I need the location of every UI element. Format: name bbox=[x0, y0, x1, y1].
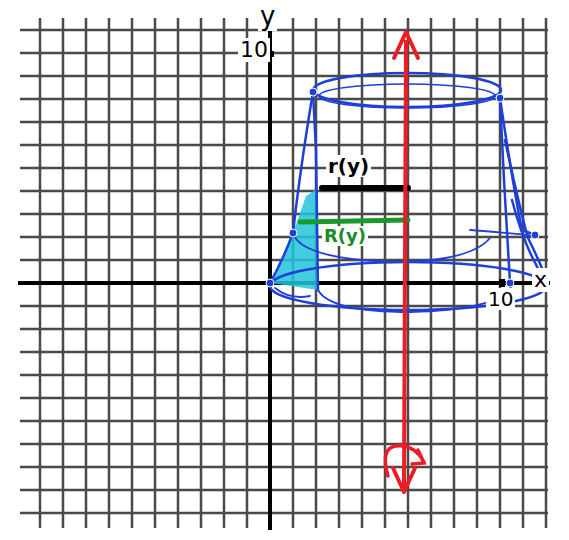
point bbox=[506, 279, 514, 287]
grid-line bbox=[20, 167, 548, 170]
grid-line bbox=[20, 52, 548, 55]
grid-line bbox=[20, 190, 548, 193]
shaded-region bbox=[271, 188, 318, 290]
grid-line bbox=[20, 512, 548, 515]
grid-line bbox=[476, 18, 479, 528]
grid-line bbox=[20, 397, 548, 400]
grid-line bbox=[20, 351, 548, 354]
radius-label: r(y) bbox=[326, 155, 371, 177]
grid-line bbox=[430, 18, 433, 528]
point bbox=[266, 279, 274, 287]
grid-line bbox=[20, 466, 548, 469]
point bbox=[289, 229, 297, 237]
point bbox=[309, 88, 317, 96]
grid-line bbox=[20, 144, 548, 147]
point bbox=[531, 231, 539, 239]
grid-line bbox=[62, 18, 65, 528]
grid-line bbox=[223, 18, 226, 528]
axis-name: y bbox=[258, 2, 277, 31]
arrowhead bbox=[393, 468, 415, 492]
grid-line bbox=[108, 18, 111, 528]
grid-line bbox=[20, 328, 548, 331]
grid bbox=[20, 18, 548, 528]
grid-line bbox=[453, 18, 456, 528]
grid-line bbox=[20, 420, 548, 423]
grid-line bbox=[20, 213, 548, 216]
solid-outline bbox=[270, 73, 548, 312]
inner-radius-line bbox=[322, 185, 408, 191]
outer-radius-line bbox=[300, 220, 408, 222]
grid-line bbox=[20, 443, 548, 446]
radius-label: R(y) bbox=[322, 226, 368, 246]
grid-line bbox=[200, 18, 203, 528]
grid-line bbox=[177, 18, 180, 528]
grid-line bbox=[20, 29, 548, 32]
tick-value: 10 bbox=[486, 288, 515, 310]
tick bbox=[499, 279, 505, 287]
grid-line bbox=[131, 18, 134, 528]
grid-line bbox=[361, 18, 364, 528]
rotation-symbol bbox=[385, 446, 424, 476]
grid-line bbox=[20, 236, 548, 239]
grid-line bbox=[154, 18, 157, 528]
grid-line bbox=[20, 98, 548, 101]
grid-line bbox=[20, 121, 548, 124]
grid-line bbox=[20, 374, 548, 377]
grid-line bbox=[20, 489, 548, 492]
grid-line bbox=[85, 18, 88, 528]
rotation-axis bbox=[404, 40, 406, 488]
point bbox=[496, 94, 504, 102]
grid-line bbox=[338, 18, 341, 528]
arrowhead bbox=[394, 32, 418, 58]
tick-value: 10 bbox=[238, 38, 270, 62]
grid-line bbox=[246, 18, 249, 528]
grid-line bbox=[39, 18, 42, 528]
y-axis bbox=[268, 12, 272, 530]
axis-name: x bbox=[532, 268, 549, 292]
